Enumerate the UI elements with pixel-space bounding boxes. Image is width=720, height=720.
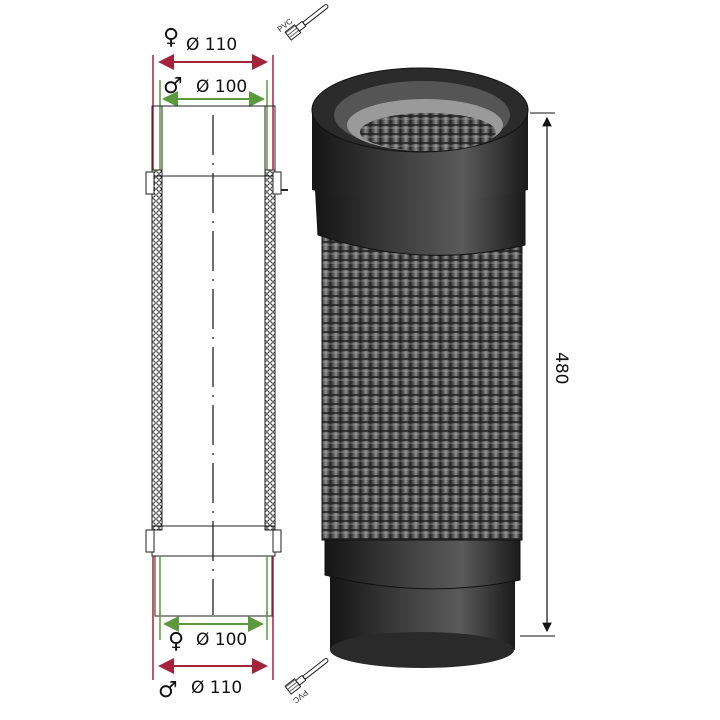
male-symbol: ♂ — [158, 678, 178, 703]
corrugated-body — [321, 219, 523, 541]
glue-brush-icon: PVC — [284, 658, 329, 705]
flexible-pipe-render: 480 — [311, 67, 571, 668]
bottom-inner-diameter-label: Ø 100 — [196, 630, 247, 650]
female-symbol: ♀ — [163, 25, 179, 50]
male-symbol: ♂ — [163, 74, 183, 99]
corrugated-wall-right — [264, 169, 276, 531]
length-label: 480 — [551, 352, 571, 384]
top-outer-diameter-label: Ø 110 — [186, 35, 237, 55]
top-inner-diameter-label: Ø 100 — [196, 77, 247, 97]
glue-brush-icon: PVC — [276, 4, 329, 41]
corrugated-wall-left — [151, 169, 163, 531]
bottom-outer-diameter-label: Ø 110 — [191, 678, 242, 698]
bottom-collar — [324, 529, 521, 590]
cross-section-drawing: ♀ Ø 110 ♂ Ø 100 ♀ Ø 100 ♂ Ø 110 PVC PVC — [145, 4, 329, 705]
female-symbol: ♀ — [168, 629, 184, 654]
